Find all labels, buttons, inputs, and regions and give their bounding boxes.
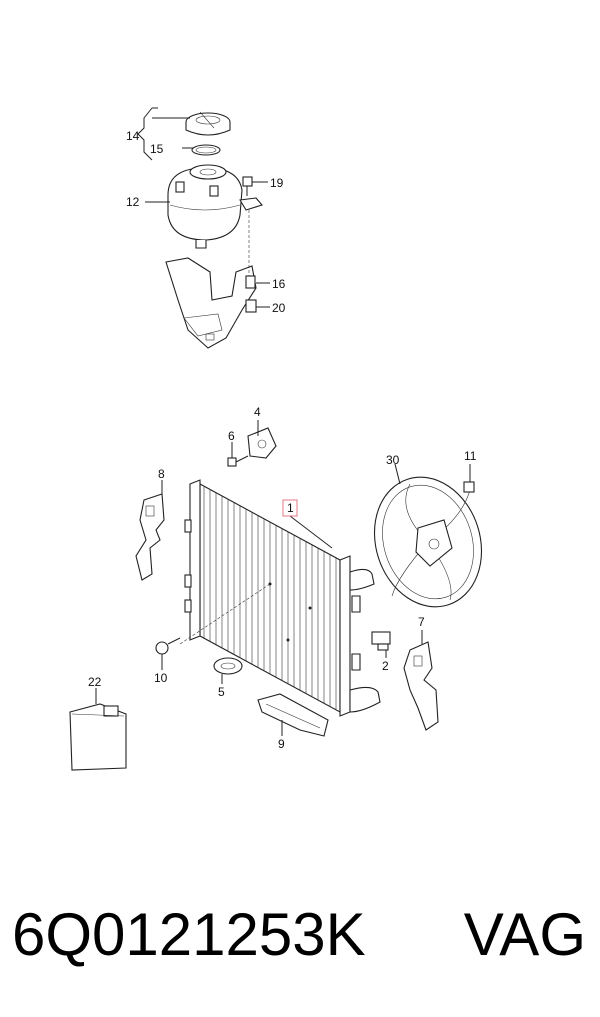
callout-4: 4: [254, 405, 261, 419]
nut-20: [245, 299, 257, 313]
air-guide-9: [257, 693, 329, 737]
callout-16: 16: [272, 277, 286, 291]
expansion-tank-group: [165, 111, 263, 349]
callout-12: 12: [126, 195, 140, 209]
leaders-lower: [95, 420, 471, 736]
leaders-top: [137, 107, 270, 308]
callout-14: 14: [126, 129, 140, 143]
caption-bar: 6Q0121253K VAG: [0, 895, 600, 975]
side-bracket-7: [403, 641, 439, 731]
callout-5: 5: [218, 685, 225, 699]
callout-11: 11: [464, 449, 477, 463]
callout-6: 6: [228, 429, 235, 443]
reservoir-cap: [185, 111, 231, 136]
callout-9: 9: [278, 737, 285, 751]
nut-11: [463, 481, 475, 493]
coolant-bottle-22: [69, 703, 127, 771]
bolt-6: [227, 455, 249, 467]
mount-bracket-4: [247, 427, 277, 459]
bolt-10: [155, 637, 181, 655]
callout-7: 7: [418, 615, 425, 629]
callout-22: 22: [88, 675, 102, 689]
callout-20: 20: [272, 301, 286, 315]
grommet-5: [213, 657, 243, 675]
tank-bracket: [165, 257, 257, 349]
part-number: 6Q0121253K: [12, 901, 366, 968]
cooling-fan-30: [373, 476, 483, 608]
callout-10: 10: [154, 671, 168, 685]
side-bracket-8: [135, 493, 165, 581]
callout-15: 15: [150, 142, 164, 156]
callout-8: 8: [158, 467, 165, 481]
callout-2: 2: [382, 659, 389, 673]
parts-diagram: 14 15 12 19 16 20 4 6 8 30 11 1 7 2 10 5…: [69, 107, 483, 771]
expansion-tank: [167, 164, 263, 249]
highlight-box-1: [282, 499, 298, 517]
callout-19: 19: [270, 176, 284, 190]
callout-30: 30: [386, 453, 400, 467]
brand-label: VAG: [463, 901, 586, 968]
temp-sensor-2: [371, 631, 391, 651]
radiator: [179, 479, 381, 717]
screw-19: [242, 176, 253, 196]
clip-16: [245, 275, 256, 289]
callout-labels: 14 15 12 19 16 20 4 6 8 30 11 1 7 2 10 5…: [88, 129, 477, 751]
callout-1: 1: [287, 501, 294, 515]
